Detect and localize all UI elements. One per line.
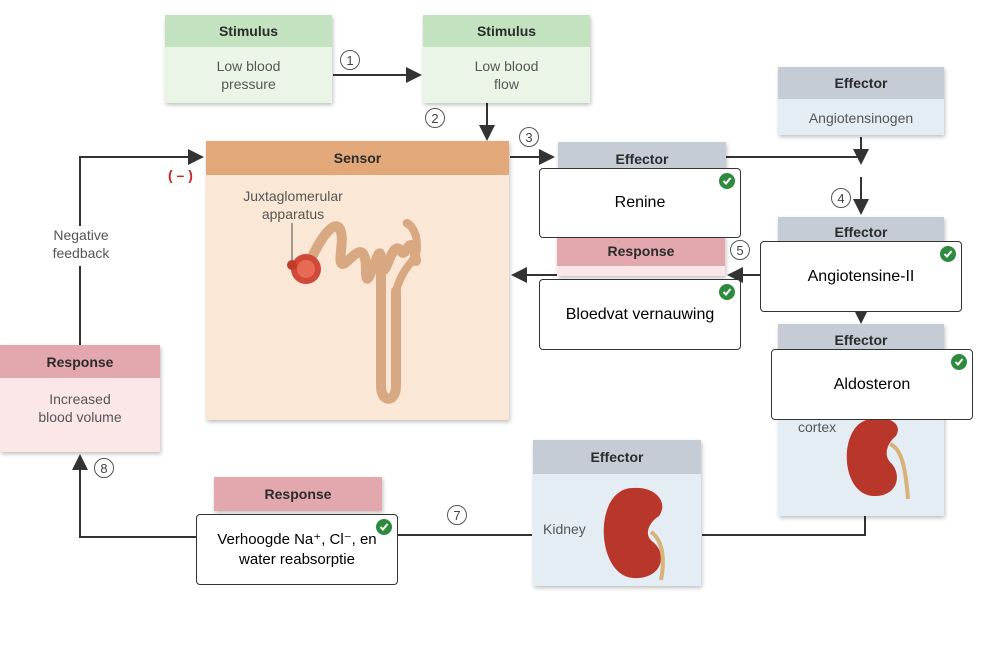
check-icon — [719, 284, 735, 300]
step-number: 3 — [519, 127, 539, 147]
kidney-adrenal-image — [846, 418, 910, 500]
answer-text: Bloedvat vernauwing — [565, 305, 715, 323]
check-icon — [719, 173, 735, 189]
stimulus-box-2: Stimulus Low blood flow — [423, 15, 590, 103]
stimulus-header: Stimulus — [165, 15, 332, 47]
check-icon — [940, 246, 956, 262]
effector-header: Effector — [778, 67, 944, 99]
angiotensinogen-label: Angiotensinogen — [808, 110, 914, 126]
kidney-image — [603, 487, 665, 581]
answer-box-aldosteron[interactable]: Aldosteron — [771, 349, 973, 420]
effector-kidney-box: Effector Kidney — [533, 440, 701, 586]
step-number: 8 — [94, 458, 114, 478]
step-number: 2 — [425, 108, 445, 128]
line-aldo-to-kidney — [702, 516, 866, 536]
cortex-label: cortex — [798, 419, 837, 435]
response-header: Response — [214, 477, 382, 511]
check-icon — [951, 354, 967, 370]
answer-text: Verhoogde Na⁺, Cl⁻, en water reabsorptie — [217, 530, 377, 568]
answer-box-angiotensine[interactable]: Angiotensine-II — [760, 241, 962, 312]
response-header: Response — [557, 236, 725, 266]
answer-text: Aldosteron — [833, 375, 911, 393]
sensor-header: Sensor — [206, 141, 509, 175]
arrow-feedback — [79, 149, 204, 345]
negative-sign: ( – ) — [168, 167, 193, 183]
answer-text: Renine — [614, 194, 666, 211]
response-header: Response — [0, 345, 160, 378]
answer-box-reabsorptie[interactable]: Verhoogde Na⁺, Cl⁻, en water reabsorptie — [196, 514, 398, 585]
check-icon — [376, 519, 392, 535]
step-number: 7 — [447, 505, 467, 525]
stimulus-box-1: Stimulus Low blood pressure — [165, 15, 332, 103]
stimulus-body: Low blood pressure — [216, 58, 281, 92]
effector-angiotensinogen-box: Effector Angiotensinogen — [778, 67, 944, 135]
step-number: 4 — [831, 188, 851, 208]
stimulus-body: Low blood flow — [474, 58, 539, 92]
feedback-label-bg — [44, 226, 118, 266]
nephron-illustration — [287, 219, 421, 404]
stimulus-header: Stimulus — [423, 15, 590, 47]
step-number: 5 — [730, 240, 750, 260]
response-blood-volume-box: Response Increased blood volume — [0, 345, 160, 452]
effector-header: Effector — [533, 440, 701, 474]
kidney-label: Kidney — [543, 521, 586, 537]
response-vaso-box: Response — [557, 236, 725, 276]
answer-box-renine[interactable]: Renine — [539, 168, 741, 238]
juxtaglomerular-label: Juxtaglomerular apparatus — [243, 188, 343, 222]
response-reabs-box: Response — [214, 477, 382, 511]
answer-box-bloedvat[interactable]: Bloedvat vernauwing — [539, 279, 741, 350]
negative-feedback-label: Negative feedback — [52, 227, 110, 261]
step-number: 1 — [340, 50, 360, 70]
sensor-box: Sensor Juxtaglomerular apparatus — [206, 141, 509, 420]
increased-blood-volume-label: Increased blood volume — [38, 391, 122, 425]
answer-text: Angiotensine-II — [807, 267, 915, 285]
arrow-renin-to-angio — [726, 149, 869, 165]
arrow-8 — [72, 454, 196, 538]
